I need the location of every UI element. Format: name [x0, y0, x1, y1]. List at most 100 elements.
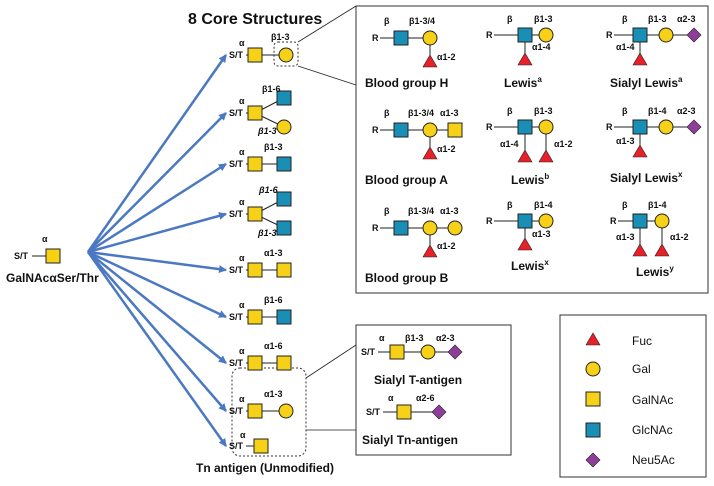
neu5ac-icon: [686, 119, 702, 135]
gal-icon: [422, 220, 438, 236]
legend-label: Fuc: [632, 334, 652, 348]
gal-icon: [447, 220, 463, 236]
link-label: β1-3: [271, 32, 290, 42]
glcnac-icon: [393, 220, 409, 236]
link-label: α2-6: [416, 393, 435, 403]
galnac-icon: [247, 105, 263, 121]
galnac-icon: [247, 206, 263, 222]
arrow: [86, 54, 228, 253]
link-label: α: [239, 394, 245, 404]
antigen-name: Sialyl Lewisx: [610, 170, 683, 185]
glcnac-icon: [632, 213, 648, 229]
site-label: S/T: [229, 358, 244, 368]
link-label: β: [507, 200, 513, 210]
circle-icon: [585, 361, 601, 377]
link-label: β: [622, 106, 628, 116]
legend-label: GlcNAc: [632, 423, 673, 437]
square-icon: [585, 422, 601, 438]
link-label: α2-3: [677, 14, 696, 24]
glcnac-icon: [276, 156, 292, 172]
core-4: S/T α β1-6 β1-3: [229, 185, 292, 238]
sialyl-name: Sialyl Tn-antigen: [362, 433, 458, 447]
glcnac-icon: [276, 90, 292, 106]
glcnac-icon: [393, 122, 409, 138]
core-8: S/T α α1-3: [229, 389, 294, 419]
legend-box: [559, 314, 707, 478]
core-6: S/T α β1-6: [229, 295, 292, 325]
core-2: S/T α β1-6 β1-3: [229, 84, 292, 136]
link-label: β: [384, 108, 390, 118]
link-label: α: [239, 253, 245, 263]
reducing-end-label: R: [610, 216, 617, 226]
legend-label: GalNAc: [632, 393, 673, 407]
link-label: β1-3/4: [408, 108, 434, 118]
name-text: Lewis: [636, 265, 670, 279]
link-label: β1-4: [534, 200, 553, 210]
sialyl-box: [355, 324, 512, 456]
fuc-icon: [517, 149, 533, 163]
reducing-end-label: R: [372, 125, 379, 135]
link-label: α: [239, 197, 245, 207]
galnac-icon: [447, 122, 463, 138]
link-label: α1-2: [670, 232, 689, 242]
antigen-sialyl-lewis-x: R β β1-4 α2-3 α1-3 Sialyl Lewisx: [606, 106, 702, 185]
galnac-icon: [276, 355, 292, 371]
legend-label: Neu5Ac: [632, 453, 675, 467]
fuc-icon: [632, 243, 648, 257]
site-label: S/T: [229, 265, 244, 275]
root-name-label: GalNAcαSer/Thr: [6, 271, 99, 285]
glcnac-icon: [632, 27, 648, 43]
name-sup: a: [537, 75, 542, 84]
glcnac-icon: [632, 119, 648, 135]
link-label: α: [239, 38, 245, 48]
name-text: Sialyl Lewis: [610, 171, 678, 185]
name-text: Lewis: [504, 76, 538, 90]
arrow: [86, 251, 228, 447]
sialyl-name: Sialyl T-antigen: [374, 373, 462, 387]
link-label: β: [384, 16, 390, 26]
galnac-icon: [389, 344, 405, 360]
link-label: α1-4: [616, 42, 635, 52]
gal-icon: [538, 119, 554, 135]
galnac-icon: [247, 156, 263, 172]
connector-line: [297, 5, 357, 43]
reducing-end-label: R: [486, 30, 493, 40]
fuc-icon: [538, 149, 554, 163]
link-label: β1-3: [648, 14, 667, 24]
gal-icon: [658, 27, 674, 43]
gal-icon: [422, 30, 438, 46]
sialyl-t-antigen: S/T α β1-3 α2-3 Sialyl T-antigen: [361, 333, 463, 387]
glcnac-icon: [517, 27, 533, 43]
legend: Fuc Gal GalNAc GlcNAc Neu5Ac: [585, 332, 675, 468]
site-label: S/T: [229, 50, 244, 60]
glcnac-icon: [276, 220, 292, 236]
link-label: β1-3: [405, 333, 424, 343]
gal-icon: [538, 27, 554, 43]
link-label: β1-3: [534, 106, 553, 116]
antigen-name: Sialyl Lewisa: [610, 75, 683, 90]
link-label: α1-3: [616, 136, 635, 146]
glcnac-icon: [517, 213, 533, 229]
name-sup: x: [544, 258, 549, 267]
antigen-lewis-x: R β β1-4 α1-3 Lewisx: [486, 200, 554, 273]
tn-group-highlight: [231, 367, 307, 457]
link-label: β: [507, 106, 513, 116]
reducing-end-label: R: [372, 223, 379, 233]
arrow: [87, 250, 227, 274]
gal-icon: [278, 47, 294, 63]
reducing-end-label: R: [606, 122, 613, 132]
link-label: α: [239, 300, 245, 310]
neu5ac-icon: [686, 27, 702, 43]
sialyl-tn-antigen: S/T α α2-6 Sialyl Tn-antigen: [362, 393, 458, 447]
galnac-icon: [247, 262, 263, 278]
fuc-icon: [654, 243, 670, 257]
antigen-name: Lewisb: [511, 172, 549, 187]
gal-icon: [538, 213, 554, 229]
fuc-icon: [632, 144, 648, 158]
link-label: α: [240, 430, 246, 440]
root-site-label: S/T: [14, 251, 29, 261]
gal-icon: [420, 344, 436, 360]
core-5: S/T α α1-3: [229, 248, 292, 278]
link-label: β1-3/4: [409, 16, 435, 26]
